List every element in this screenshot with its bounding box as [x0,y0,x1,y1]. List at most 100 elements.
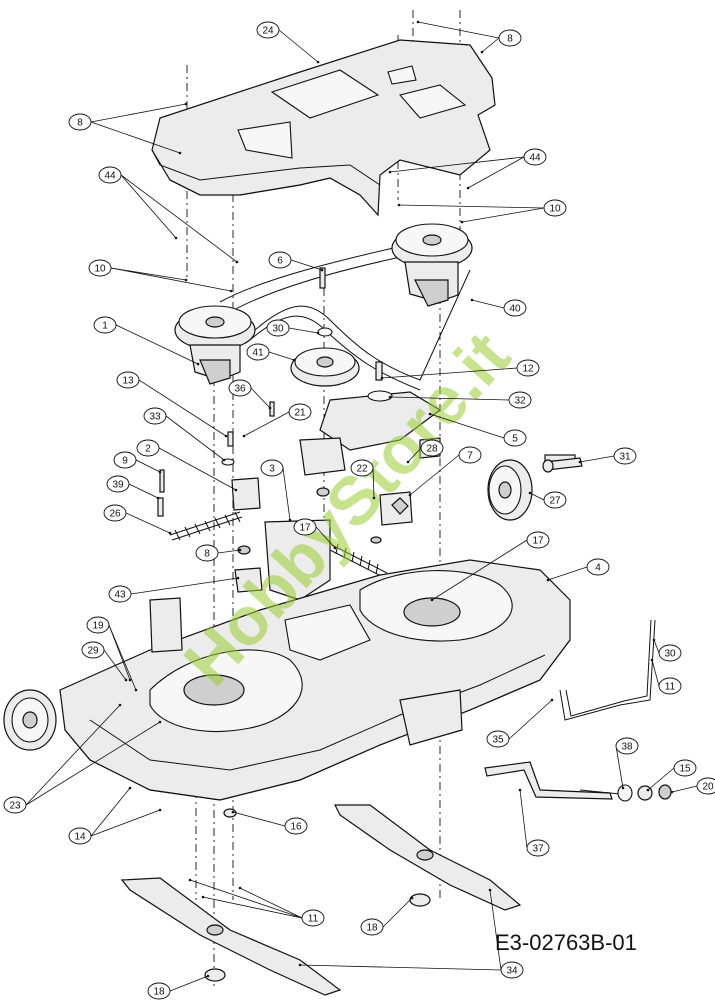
callout-number: 31 [619,452,631,463]
callout-24: 24 [256,21,320,64]
callout-arrowhead [238,548,242,552]
callout-arrowhead [196,362,200,366]
callout-number: 8 [507,34,513,45]
callout-bubble [658,644,682,662]
callout-arrowhead [316,331,320,335]
callout-16: 16 [231,810,308,835]
callout-leader-line [25,704,121,806]
callout-bubble [266,319,290,337]
callout-32: 32 [388,391,532,409]
callout-number: 35 [492,735,504,746]
callout-arrowhead [333,546,337,550]
callout-number: 30 [664,649,676,660]
callout-leader-line [243,411,290,437]
callout-bubble [586,558,610,576]
callout-leader-line [431,539,528,601]
callout-2: 2 [136,439,238,492]
callout-leader-line [315,526,336,549]
callout-30: 30 [266,319,320,337]
callout-leader-line [389,156,525,173]
idler-arm-bracket [319,361,442,451]
callout-12: 12 [380,359,540,380]
callout-number: 26 [109,509,121,520]
callout-leader-line [471,299,505,309]
callout-leader-line [417,21,500,39]
callout-leader-line [120,174,177,239]
callout-leader-line [372,467,375,499]
callout-10: 10 [88,259,233,293]
callout-arrowhead [188,878,192,882]
callout-arrowhead [292,358,296,362]
callout-8: 8 [68,102,188,155]
mower-deck-housing [59,559,571,801]
callout-27: 27 [528,491,567,509]
callout-arrowhead [168,531,172,535]
idler-pulley [290,327,360,387]
callout-26: 26 [103,504,172,535]
callout-number: 18 [153,987,165,998]
callout-arrowhead [372,496,376,500]
callout-bubble [81,641,105,659]
callout-arrowhead [397,203,401,207]
callout-arrowhead [206,974,210,978]
callout-arrowhead [546,578,550,582]
callout-arrowhead [238,886,242,890]
callout-leader-line [467,156,525,189]
callout-number: 15 [679,764,691,775]
callout-number: 44 [104,171,116,182]
callout-arrowhead [288,518,292,522]
callout-leader-line [250,387,271,409]
callout-arrowhead [178,151,182,155]
callout-number: 40 [509,304,521,315]
callout-leader-line [579,455,615,463]
callout-number: 41 [252,348,264,359]
callout-number: 7 [467,451,473,462]
callout-number: 43 [114,590,126,601]
callout-number: 29 [87,646,99,657]
callout-number: 37 [532,844,544,855]
callout-number: 23 [9,801,21,812]
callout-bubble [543,199,567,217]
blade-right [334,804,522,911]
callout-number: 39 [112,480,124,491]
callout-arrowhead [650,658,654,662]
callout-arrowhead [158,720,162,724]
callout-8: 8 [195,544,242,562]
callout-bubble [246,343,270,361]
callout-leader-line [110,267,232,292]
callout-bubble [500,961,524,979]
callout-28: 28 [406,439,444,464]
callout-arrowhead [470,298,474,302]
callout-30: 30 [652,638,682,662]
callout-number: 17 [299,523,311,534]
callout-leader-line [202,896,303,919]
callout-arrowhead [158,808,162,812]
callout-number: 4 [595,563,601,574]
callout-leader-line [481,37,500,53]
callout-bubble [68,827,92,845]
callout-leader-line [653,639,660,654]
callout-arrowhead [128,678,132,682]
callout-number: 2 [145,444,151,455]
callout-36: 36 [228,379,272,410]
lift-rod [559,619,656,721]
callout-arrowhead [222,458,226,462]
callout-17: 17 [430,531,550,602]
callout-arrowhead [158,470,162,474]
callout-leader-line [529,492,545,501]
callout-number: 18 [366,923,378,934]
callout-number: 24 [262,26,274,37]
callout-number: 8 [77,118,83,129]
callout-number: 36 [234,384,246,395]
callout-44: 44 [388,148,547,190]
callout-arrowhead [229,289,233,293]
callout-43: 43 [108,576,240,603]
callout-leader-line [278,29,319,63]
callout-bubble [98,166,122,184]
callout-number: 17 [532,536,544,547]
callout-arrowhead [316,60,320,64]
callout-bubble [88,259,112,277]
callout-leader-line [115,324,199,365]
callout-number: 1 [102,321,108,332]
